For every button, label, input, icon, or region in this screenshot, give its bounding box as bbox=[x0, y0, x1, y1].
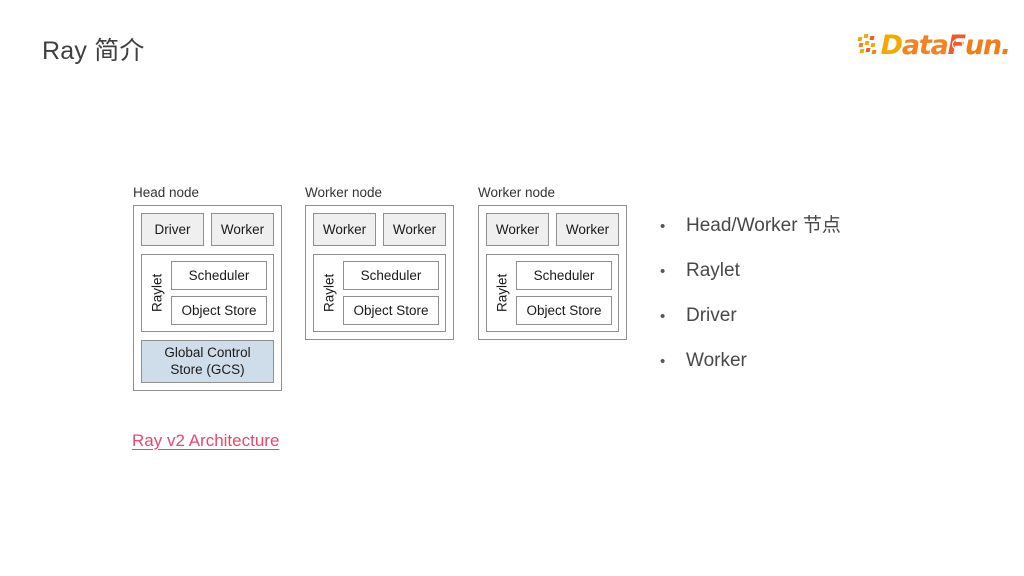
process-box-driver: Driver bbox=[141, 213, 204, 247]
node-box-worker-2: Worker Worker Raylet Scheduler Object St… bbox=[478, 205, 627, 341]
global-control-store-box: Global Control Store (GCS) bbox=[141, 340, 274, 384]
raylet-components-worker-1: Scheduler Object Store bbox=[343, 261, 439, 326]
process-box-worker-a: Worker bbox=[486, 213, 549, 247]
bullet-icon: • bbox=[660, 263, 666, 280]
process-box-worker-b: Worker bbox=[383, 213, 446, 247]
list-item: • Raylet bbox=[660, 261, 841, 291]
raylet-box-worker-1: Raylet Scheduler Object Store bbox=[313, 254, 446, 333]
node-label-worker-2: Worker node bbox=[478, 185, 556, 200]
node-worker-1: Worker node Worker Worker Raylet Schedul… bbox=[305, 185, 454, 341]
process-row-head: Driver Worker bbox=[141, 213, 274, 247]
process-box-worker: Worker bbox=[211, 213, 274, 247]
bullet-icon: • bbox=[660, 308, 666, 325]
list-item-label: Head/Worker 节点 bbox=[686, 215, 841, 236]
list-item-label: Worker bbox=[686, 350, 747, 371]
list-item-label: Raylet bbox=[686, 260, 740, 281]
bullet-icon: • bbox=[660, 218, 666, 235]
raylet-box-worker-2: Raylet Scheduler Object Store bbox=[486, 254, 619, 333]
process-box-worker-b: Worker bbox=[556, 213, 619, 247]
raylet-components-head: Scheduler Object Store bbox=[171, 261, 267, 326]
list-item: • Worker bbox=[660, 351, 841, 381]
raylet-label-head: Raylet bbox=[149, 274, 165, 313]
process-box-worker-a: Worker bbox=[313, 213, 376, 247]
logo-text-un: un. bbox=[964, 29, 1011, 61]
component-object-store: Object Store bbox=[171, 296, 267, 326]
list-item: • Head/Worker 节点 bbox=[660, 216, 841, 246]
node-worker-2: Worker node Worker Worker Raylet Schedul… bbox=[478, 185, 627, 341]
logo-text-d: D bbox=[880, 29, 903, 61]
process-row-worker-1: Worker Worker bbox=[313, 213, 446, 247]
component-scheduler: Scheduler bbox=[343, 261, 439, 291]
logo-magnifier-icon bbox=[951, 38, 963, 50]
key-concepts-list: • Head/Worker 节点 • Raylet • Driver • Wor… bbox=[660, 216, 841, 396]
node-label-worker-1: Worker node bbox=[305, 185, 383, 200]
component-scheduler: Scheduler bbox=[171, 261, 267, 291]
list-item: • Driver bbox=[660, 306, 841, 336]
gcs-label-line1: Global Control bbox=[164, 344, 251, 360]
raylet-components-worker-2: Scheduler Object Store bbox=[516, 261, 612, 326]
raylet-box-head: Raylet Scheduler Object Store bbox=[141, 254, 274, 333]
raylet-label-worker-2: Raylet bbox=[494, 274, 510, 313]
logo-dots-icon bbox=[857, 34, 880, 56]
list-item-label: Driver bbox=[686, 305, 737, 326]
bullet-icon: • bbox=[660, 353, 666, 370]
logo-text-ata: ata bbox=[901, 29, 949, 61]
component-scheduler: Scheduler bbox=[516, 261, 612, 291]
node-box-head: Driver Worker Raylet Scheduler Object St… bbox=[133, 205, 282, 392]
raylet-label-worker-1: Raylet bbox=[321, 274, 337, 313]
logo-f-group: F bbox=[948, 32, 966, 59]
gcs-label-line2: Store (GCS) bbox=[170, 361, 245, 377]
page-title: Ray 简介 bbox=[42, 37, 145, 65]
node-label-head: Head node bbox=[133, 185, 200, 200]
component-object-store: Object Store bbox=[516, 296, 612, 326]
node-box-worker-1: Worker Worker Raylet Scheduler Object St… bbox=[305, 205, 454, 341]
node-head: Head node Driver Worker Raylet Scheduler… bbox=[133, 185, 282, 392]
component-object-store: Object Store bbox=[343, 296, 439, 326]
ray-v2-architecture-link[interactable]: Ray v2 Architecture bbox=[132, 431, 280, 450]
process-row-worker-2: Worker Worker bbox=[486, 213, 619, 247]
